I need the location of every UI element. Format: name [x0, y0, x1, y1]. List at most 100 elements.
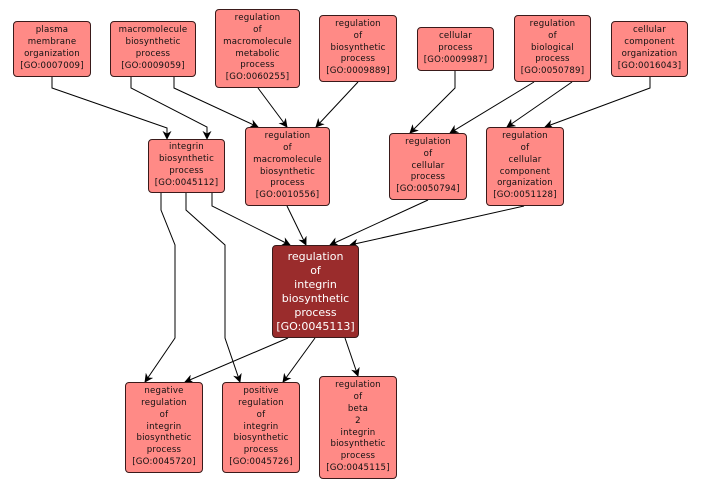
node-label-line: process: [535, 54, 570, 65]
node-label-line: integrin: [169, 142, 204, 153]
node-label-line: macromolecule: [253, 154, 322, 165]
node-label-line: biosynthetic: [125, 37, 181, 48]
node-label-line: biosynthetic: [330, 439, 386, 450]
node-label-line: organization: [497, 178, 553, 189]
node-label-line: regulation: [405, 137, 451, 147]
node-label-line: beta: [347, 403, 369, 414]
edge-n6-n11: [506, 81, 573, 128]
node-label-line: integrin: [243, 421, 279, 432]
node-label-line: of: [353, 30, 363, 41]
edge-n9-n12: [286, 205, 307, 246]
go-id: [GO:0050794]: [396, 184, 460, 195]
edge-n2-n8: [130, 77, 212, 140]
node-label-line: process: [340, 54, 376, 65]
node-label-line: macromolecule: [223, 36, 292, 47]
node-label-line: integrin: [146, 421, 182, 432]
node-label-line: organization: [621, 49, 678, 59]
node-label-line: of: [283, 142, 292, 153]
node-label-line: biosynthetic: [158, 154, 215, 165]
go-id: [GO:0007009]: [20, 60, 84, 71]
edge-n8-n13: [144, 193, 176, 383]
edge-n12-n14: [282, 337, 316, 383]
node-label-line: regulation: [529, 19, 576, 29]
go-id: [GO:0045115]: [326, 462, 390, 473]
node-label-line: regulation: [335, 19, 381, 29]
go-id: [GO:0045726]: [229, 456, 293, 467]
go-id: [GO:0045112]: [154, 177, 219, 188]
go-id: [GO:0009889]: [326, 66, 390, 77]
edge-n8-n12: [211, 193, 291, 246]
node-label-line: process: [294, 305, 337, 319]
edge-n4-n9: [315, 81, 359, 128]
node-label-line: regulation: [287, 249, 344, 263]
node-label-line: process: [438, 43, 473, 54]
node-label-line: process: [270, 178, 305, 189]
node-label-line: of: [256, 409, 266, 420]
node-label-line: integrin: [294, 277, 337, 291]
node-label-line: process: [243, 445, 279, 456]
node-label-line: process: [135, 49, 171, 59]
edge-n7-n11: [544, 77, 651, 129]
node-label-line: biosynthetic: [330, 42, 386, 53]
edge-n5-n10: [409, 71, 456, 134]
node-label-line: process: [146, 445, 182, 456]
node-label-line: cellular: [438, 31, 473, 42]
node-label-line: of: [423, 148, 433, 159]
go-id: [GO:0009987]: [423, 54, 488, 65]
node-label-line: of: [353, 392, 363, 403]
node-label-line: 2: [355, 415, 361, 426]
node-label-line: regulation: [335, 380, 381, 391]
go-id: [GO:0051128]: [493, 190, 557, 201]
node-label-line: regulation: [264, 131, 311, 142]
go-id: [GO:0045113]: [276, 319, 355, 333]
node-label-line: metabolic: [235, 48, 280, 59]
node-label-line: macromolecule: [118, 25, 188, 36]
go-id: [GO:0060255]: [225, 72, 290, 83]
node-label-line: of: [548, 30, 557, 41]
node-label-line: process: [169, 166, 204, 176]
node-label-line: process: [240, 60, 275, 71]
node-label-line: plasma: [35, 25, 69, 36]
node-label-line: negative: [144, 386, 184, 397]
go-id: [GO:0010556]: [255, 190, 320, 201]
node-label-line: organization: [24, 49, 80, 59]
edge-n8-n14: [185, 193, 242, 383]
edge-n1-n8: [51, 77, 172, 140]
edge-n11-n12: [349, 205, 525, 248]
node-label-line: integrin: [340, 427, 376, 438]
node-label-line: process: [410, 172, 446, 183]
go-id: [GO:0050789]: [520, 66, 585, 77]
node-label-line: component: [499, 166, 551, 177]
edge-n12-n13: [184, 337, 289, 383]
node-label-line: of: [253, 24, 262, 35]
node-label-line: biosynthetic: [259, 166, 316, 177]
go-id: [GO:0045720]: [132, 456, 196, 467]
node-label-line: of: [159, 409, 169, 420]
edge-n2-n9: [173, 77, 259, 128]
edge-n6-n10: [449, 81, 535, 134]
node-label-line: cellular: [508, 154, 542, 165]
edge-n3-n9: [257, 87, 288, 128]
node-label-line: process: [340, 451, 376, 462]
node-label-line: biological: [531, 42, 574, 53]
node-label-line: biosynthetic: [281, 291, 350, 305]
edge-n10-n12: [329, 199, 429, 246]
node-label-line: regulation: [502, 131, 548, 142]
node-label-line: of: [310, 263, 321, 277]
